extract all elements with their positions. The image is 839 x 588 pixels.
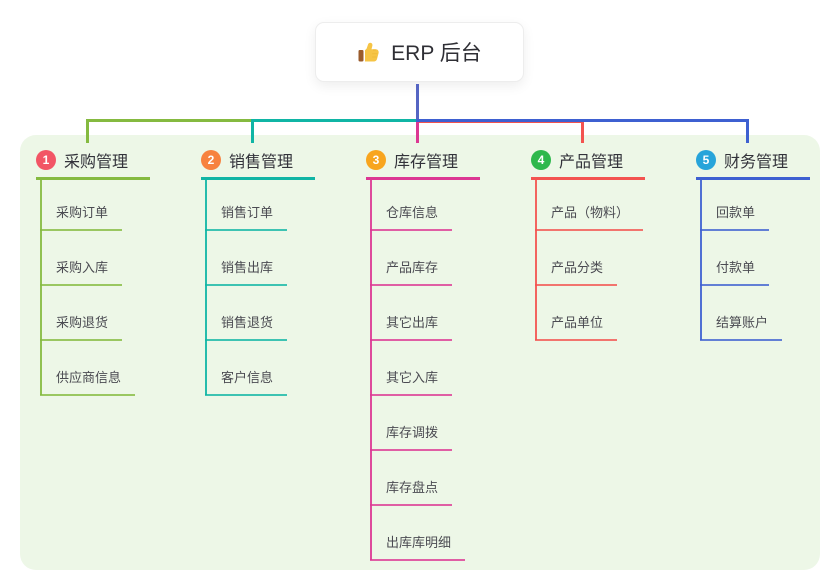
child-node[interactable]: 销售订单	[205, 205, 288, 231]
child-node[interactable]: 采购退货	[40, 315, 123, 341]
branch-3-trunk-line	[370, 180, 372, 560]
child-node[interactable]: 产品库存	[370, 260, 453, 286]
branch-1-connector-line	[86, 119, 254, 122]
branch-3-drop-line	[416, 122, 419, 143]
child-node[interactable]: 仓库信息	[370, 205, 453, 231]
child-node[interactable]: 销售出库	[205, 260, 288, 286]
branch-5-drop-line	[746, 119, 749, 143]
branch-number-badge-4: 4	[531, 150, 551, 170]
branch-1-trunk-line	[40, 180, 42, 395]
branch-number-badge-3: 3	[366, 150, 386, 170]
branch-header-5[interactable]: 5 财务管理	[696, 149, 810, 180]
branch-4-connector-line	[416, 121, 584, 123]
child-node[interactable]: 产品单位	[535, 315, 618, 341]
branch-number-badge-1: 1	[36, 150, 56, 170]
child-node[interactable]: 库存盘点	[370, 480, 453, 506]
branch-4-trunk-line	[535, 180, 537, 340]
branch-title-5: 财务管理	[724, 154, 789, 171]
branch-number-badge-5: 5	[696, 150, 716, 170]
branch-2-trunk-line	[205, 180, 207, 395]
child-node[interactable]: 产品分类	[535, 260, 618, 286]
root-node-label: ERP 后台	[391, 42, 482, 65]
branches-panel	[20, 135, 820, 570]
child-node[interactable]: 付款单	[700, 260, 770, 286]
thumbs-up-icon	[358, 42, 379, 62]
child-node[interactable]: 库存调拨	[370, 425, 453, 451]
child-node[interactable]: 采购入库	[40, 260, 123, 286]
branch-5-connector-line	[416, 119, 749, 122]
branch-5-trunk-line	[700, 180, 702, 340]
root-node[interactable]: ERP 后台	[315, 22, 524, 82]
child-node[interactable]: 其它入库	[370, 370, 453, 396]
branch-4-drop-line	[581, 122, 584, 143]
branch-1-drop-line	[86, 119, 89, 143]
branch-title-3: 库存管理	[394, 154, 459, 171]
child-node[interactable]: 客户信息	[205, 370, 288, 396]
branch-title-1: 采购管理	[64, 154, 129, 171]
branch-header-1[interactable]: 1 采购管理	[36, 149, 150, 180]
child-node[interactable]: 销售退货	[205, 315, 288, 341]
child-node[interactable]: 产品（物料）	[535, 205, 644, 231]
child-node[interactable]: 采购订单	[40, 205, 123, 231]
child-node[interactable]: 供应商信息	[40, 370, 136, 396]
branch-title-4: 产品管理	[559, 154, 624, 171]
child-node[interactable]: 回款单	[700, 205, 770, 231]
branch-header-2[interactable]: 2 销售管理	[201, 149, 315, 180]
branch-number-badge-2: 2	[201, 150, 221, 170]
root-connector-line	[416, 84, 419, 122]
branch-header-4[interactable]: 4 产品管理	[531, 149, 645, 180]
child-node[interactable]: 其它出库	[370, 315, 453, 341]
branch-header-3[interactable]: 3 库存管理	[366, 149, 480, 180]
branch-title-2: 销售管理	[229, 154, 294, 171]
branch-2-connector-line	[251, 119, 419, 122]
child-node[interactable]: 结算账户	[700, 315, 783, 341]
branch-2-drop-line	[251, 119, 254, 143]
child-node[interactable]: 出库库明细	[370, 535, 466, 561]
